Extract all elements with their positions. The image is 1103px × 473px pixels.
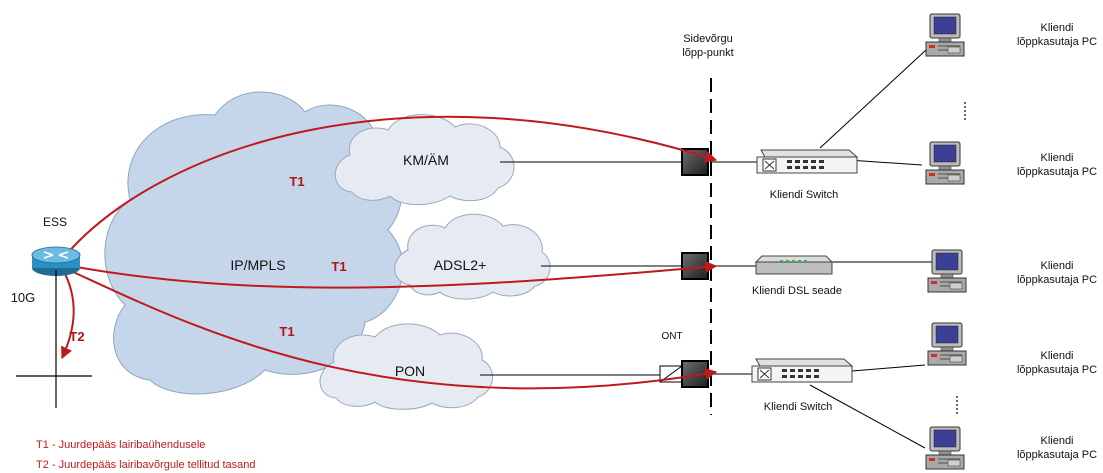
pc-label-1: Kliendi lõppkasutaja PC xyxy=(1017,22,1097,48)
boundary-label-line2: lõpp-punkt xyxy=(682,47,733,59)
connection-lines xyxy=(480,49,932,449)
svg-text:lõppkasutaja PC: lõppkasutaja PC xyxy=(1017,36,1097,48)
adsl-cloud: ADSL2+ xyxy=(394,213,551,300)
t1-label-bottom: T1 xyxy=(279,324,294,339)
customer-pc-2-icon xyxy=(925,141,965,185)
t1-arrow-bottom xyxy=(59,265,718,390)
pon-cloud: PON xyxy=(319,323,493,410)
svg-text:lõppkasutaja PC: lõppkasutaja PC xyxy=(1017,274,1097,286)
customer-dsl-device-icon xyxy=(754,255,834,275)
customer-switch-bottom-label: Kliendi Switch xyxy=(764,401,832,413)
svg-text:Kliendi: Kliendi xyxy=(1040,435,1073,447)
svg-text:lõppkasutaja PC: lõppkasutaja PC xyxy=(1017,166,1097,178)
ess-label: ESS xyxy=(43,215,67,229)
customer-switch-top-icon xyxy=(756,149,858,174)
svg-text:Kliendi: Kliendi xyxy=(1040,350,1073,362)
svg-text:lõppkasutaja PC: lõppkasutaja PC xyxy=(1017,364,1097,376)
t1-label-middle: T1 xyxy=(331,259,346,274)
demarcation-box-middle xyxy=(681,252,709,280)
traffic-arrows xyxy=(59,115,718,390)
t1-label-top: T1 xyxy=(289,174,304,189)
pc-label-4: Kliendi lõppkasutaja PC xyxy=(1017,350,1097,376)
wholesale-access-point xyxy=(16,270,92,408)
t1-arrow-top xyxy=(59,115,718,263)
boundary-label-line1: Sidevõrgu xyxy=(683,33,733,45)
customer-dsl-device-label: Kliendi DSL seade xyxy=(752,285,842,297)
km-am-cloud: KM/ÄM xyxy=(334,114,515,206)
svg-text:Kliendi: Kliendi xyxy=(1040,22,1073,34)
svg-text:lõppkasutaja PC: lõppkasutaja PC xyxy=(1017,449,1097,461)
t2-arrow xyxy=(61,267,75,360)
customer-switch-top-label: Kliendi Switch xyxy=(770,189,838,201)
legend-t1: T1 - Juurdepääs lairibaühendusele xyxy=(36,439,205,451)
customer-pc-4-icon xyxy=(927,322,967,366)
customer-pc-3-icon xyxy=(927,249,967,293)
pc-label-2: Kliendi lõppkasutaja PC xyxy=(1017,152,1097,178)
adsl-label: ADSL2+ xyxy=(434,257,487,273)
km-am-label: KM/ÄM xyxy=(403,152,449,168)
core-cloud-label: IP/MPLS xyxy=(230,257,285,273)
svg-text:Kliendi: Kliendi xyxy=(1040,260,1073,272)
ont-label: ONT xyxy=(661,331,682,342)
t2-label: T2 xyxy=(69,329,84,344)
customer-pc-5-icon xyxy=(925,426,965,470)
pon-label: PON xyxy=(395,363,425,379)
customer-switch-bottom-icon xyxy=(751,358,853,383)
svg-text:Kliendi: Kliendi xyxy=(1040,152,1073,164)
pc-label-5: Kliendi lõppkasutaja PC xyxy=(1017,435,1097,461)
ess-speed-label: 10G xyxy=(11,290,36,305)
customer-pc-1-icon xyxy=(925,13,965,57)
ess-router-icon xyxy=(31,246,81,276)
pc-label-3: Kliendi lõppkasutaja PC xyxy=(1017,260,1097,286)
t1-arrow-middle xyxy=(59,260,718,289)
legend-t2: T2 - Juurdepääs lairibavõrgule tellitud … xyxy=(36,459,256,471)
more-pcs-dots xyxy=(956,102,966,414)
